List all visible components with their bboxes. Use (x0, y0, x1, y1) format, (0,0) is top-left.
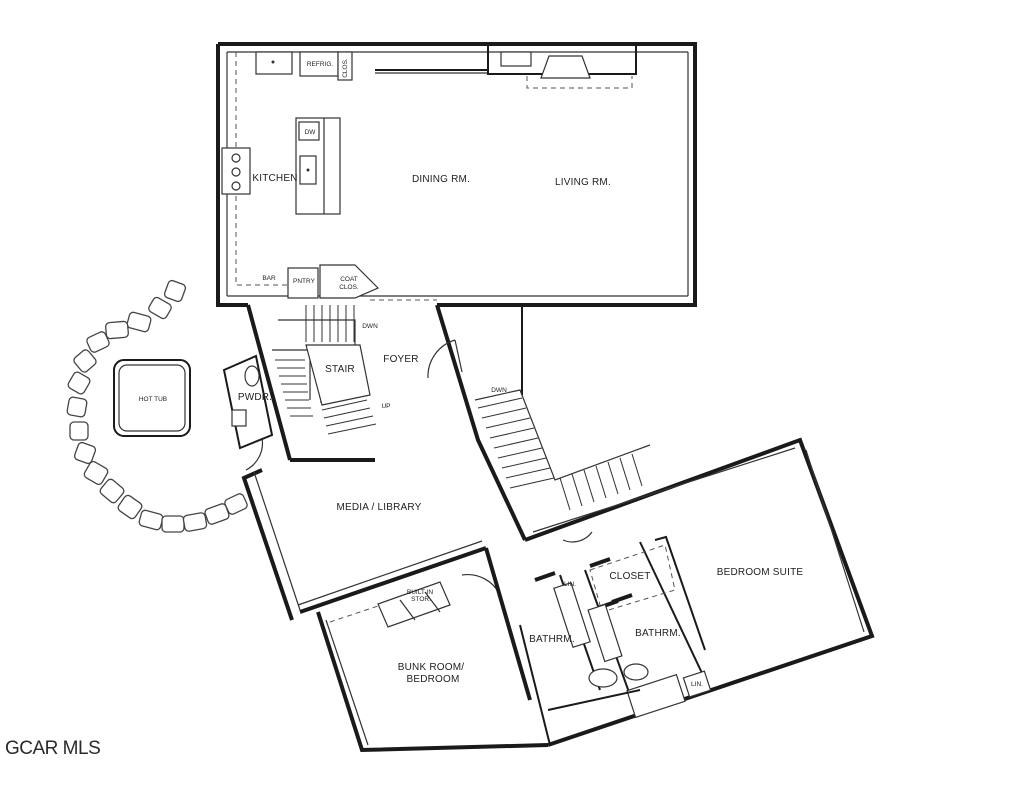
closet-label: CLOSET (609, 571, 650, 582)
linen-label-1: LIN. (564, 581, 576, 588)
hot-tub-label: HOT TUB (139, 396, 167, 403)
lower-labels: DWN STAIR FOYER UP DWN HOT TUB PWDR. MED… (139, 323, 804, 688)
down-label-2: DWN (491, 387, 507, 394)
bunk-room-label-2: BEDROOM (406, 674, 459, 685)
down-label-1: DWN (362, 323, 378, 330)
stair-label: STAIR (325, 364, 355, 375)
coat-closet-label-2: CLOS. (339, 284, 359, 291)
dining-room-label: DINING RM. (412, 174, 470, 185)
clos-label: CLOS. (342, 58, 349, 78)
refrigerator-icon (299, 51, 339, 77)
toilet-icon (623, 663, 649, 681)
toilet-icon (244, 365, 260, 387)
range-icon (221, 147, 251, 195)
foyer-label: FOYER (383, 354, 418, 365)
upper-labels: REFRIG. CLOS. DW KITCHEN DINING RM. LIVI… (252, 58, 611, 291)
toilet-icon (588, 668, 618, 688)
bunk-room-label-1: BUNK ROOM/ (398, 662, 464, 673)
pantry-closet (287, 267, 319, 299)
kitchen-label: KITCHEN (252, 173, 297, 184)
bunk-room-walls (316, 547, 549, 753)
dishwasher-icon (298, 121, 320, 141)
foyer-stair-walls (241, 304, 527, 621)
bedroom-suite-label: BEDROOM SUITE (717, 567, 804, 578)
stepping-stones (66, 279, 248, 533)
bar-label: BAR (262, 275, 276, 282)
built-in-label-2: STOR. (411, 596, 431, 603)
built-in-label-1: BUILT-IN (407, 589, 434, 596)
patio (66, 279, 248, 533)
bathtub-icon (626, 673, 686, 719)
bathroom-label-2: BATHRM. (635, 628, 681, 639)
dw-label: DW (305, 129, 317, 136)
watermark: GCAR MLS (5, 738, 101, 759)
bedroom-suite-walls (519, 437, 875, 747)
living-room-label: LIVING RM. (555, 177, 611, 188)
main-stair (272, 305, 377, 435)
linen-label-2: LIN. (691, 681, 703, 688)
media-library-label: MEDIA / LIBRARY (336, 502, 421, 513)
bathroom-label-1: BATHRM. (529, 634, 575, 645)
powder-sink-icon (231, 409, 247, 427)
refrig-label: REFRIG. (307, 61, 334, 68)
powder-room (222, 354, 274, 450)
coat-closet (319, 264, 380, 299)
coat-closet-label-1: COAT (340, 276, 358, 283)
pantry-label: PNTRY (293, 278, 316, 285)
down-stair (474, 389, 651, 511)
up-label: UP (381, 403, 390, 410)
kitchen-fixtures (221, 51, 380, 299)
powder-room-label: PWDR. (238, 392, 272, 403)
